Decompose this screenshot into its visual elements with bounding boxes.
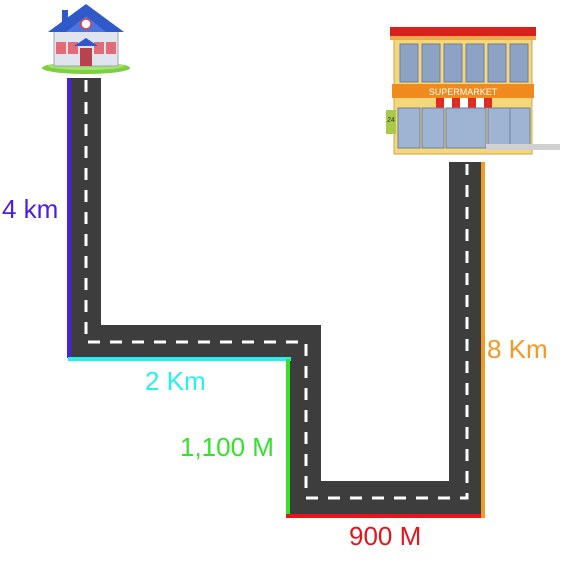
segment-2-label: 2 Km [145, 366, 206, 396]
segment-5-label: 8 Km [487, 334, 548, 364]
supermarket-icon: SUPERMARKET 24 [386, 27, 560, 155]
road-center-line [84, 80, 469, 500]
segment-4-label: 900 M [349, 521, 422, 551]
segment-3-label: 1,100 M [180, 432, 274, 462]
store-hours-badge: 24 [387, 117, 395, 124]
house-icon [42, 4, 130, 74]
segment-1-label: 4 km [2, 194, 59, 224]
store-sign-text: SUPERMARKET [429, 87, 498, 97]
